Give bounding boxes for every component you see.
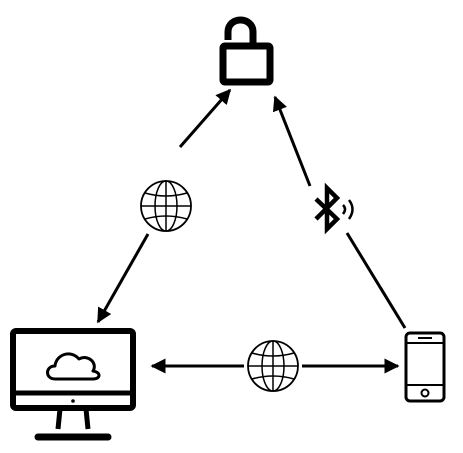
desktop-monitor-with-cloud-icon (10, 328, 136, 441)
smartphone-icon (404, 331, 446, 403)
connector-phone-lock (272, 95, 407, 329)
globe-icon (247, 340, 299, 392)
bluetooth-signal-icon (314, 182, 354, 235)
connector-computer-lock (96, 88, 232, 324)
globe-icon (140, 180, 192, 232)
unlocked-padlock-icon (219, 16, 274, 86)
